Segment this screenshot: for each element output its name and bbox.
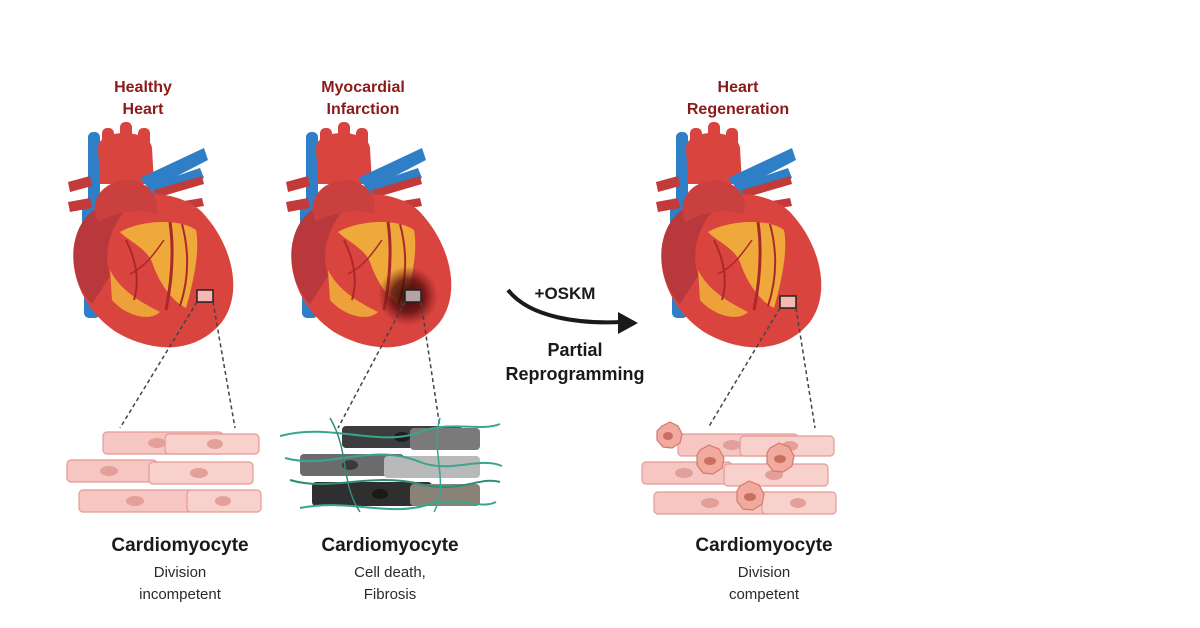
reprogramming-line: Partial [547, 340, 603, 360]
oskm-label: +OSKM [520, 284, 610, 304]
reprogramming-arrowhead [618, 312, 638, 334]
healthy-cardiomyocytes [66, 431, 262, 513]
infarct-zoom-marker [404, 289, 422, 303]
healthy-zoom-marker [196, 289, 214, 303]
cell-title-regeneration: Cardiomyocyte [695, 535, 833, 556]
regeneration-zoom-line-right [795, 307, 816, 429]
reprogramming-line: Reprogramming [505, 364, 645, 384]
infarct-zoom-line-right [420, 301, 441, 429]
cell-desc-healthy: Division incompetent [80, 562, 280, 606]
cell-title-healthy: Cardiomyocyte [111, 535, 249, 556]
regeneration-zoom-line-left [707, 307, 781, 429]
cell-desc-line: Division [153, 564, 207, 581]
dead-cardiomyocytes [279, 417, 503, 513]
infarct-zoom-line-left [337, 301, 406, 429]
panel-title-line: Healthy [114, 79, 172, 96]
cell-desc-line: Division [737, 564, 791, 581]
regeneration-zoom-marker [779, 295, 797, 309]
healthy-zoom-line-left [119, 301, 198, 429]
cell-desc-regeneration: Division competent [664, 562, 864, 606]
cell-desc-infarction: Cell death, Fibrosis [290, 562, 490, 606]
regenerated-heart-illustration [654, 120, 823, 349]
cell-desc-line: Cell death, [354, 564, 426, 581]
panel-title-healthy: Healthy Heart [63, 77, 223, 121]
cell-title-infarction: Cardiomyocyte [321, 535, 459, 556]
cell-desc-line: competent [728, 586, 800, 603]
panel-title-line: Myocardial [321, 79, 405, 96]
panel-title-line: Heart [122, 101, 164, 118]
cell-desc-line: Fibrosis [363, 586, 417, 603]
healthy-zoom-line-right [212, 301, 236, 429]
healthy-heart-illustration [66, 120, 235, 349]
panel-title-infarction: Myocardial Infarction [283, 77, 443, 121]
panel-title-line: Infarction [326, 101, 400, 118]
dividing-cardiomyocytes [641, 421, 837, 515]
panel-title-line: Regeneration [686, 101, 790, 118]
reprogramming-arrow [506, 288, 623, 325]
oskm-text: +OSKM [534, 284, 596, 303]
panel-title-regeneration: Heart Regeneration [658, 77, 818, 121]
cell-desc-line: incompetent [139, 586, 221, 603]
partial-reprogramming-label: Partial Reprogramming [490, 338, 660, 386]
panel-title-line: Heart [717, 79, 759, 96]
